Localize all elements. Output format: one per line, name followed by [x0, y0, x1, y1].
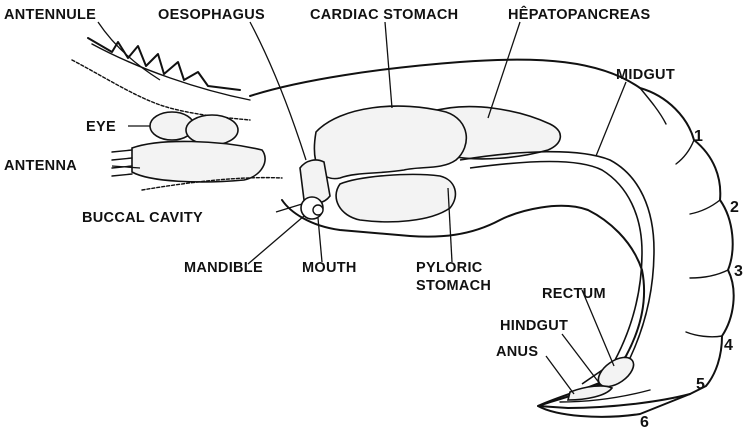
label-rectum: RECTUM — [542, 286, 606, 302]
midgut-tube — [460, 152, 654, 390]
segment-number-1: 1 — [694, 128, 703, 145]
rostrum — [88, 38, 240, 90]
label-eye: EYE — [86, 119, 116, 135]
label-antenna: ANTENNA — [4, 158, 77, 174]
label-hepatopancreas: HÊPATOPANCREAS — [508, 5, 651, 23]
pyloric-stomach-organ — [336, 174, 455, 221]
antennule-structure — [72, 60, 250, 120]
label-pyloric: PYLORIC — [416, 260, 483, 276]
mouth-opening — [313, 205, 323, 215]
antennal-scale — [132, 141, 265, 182]
label-hindgut: HINDGUT — [500, 318, 568, 334]
label-mandible: MANDIBLE — [184, 260, 263, 276]
label-oesophagus: OESOPHAGUS — [158, 7, 265, 23]
segment-number-2: 2 — [730, 199, 739, 216]
label-midgut: MIDGUT — [616, 67, 675, 83]
label-anus: ANUS — [496, 344, 538, 360]
hindgut-tube — [568, 386, 612, 400]
label-cardiac-stomach: CARDIAC STOMACH — [310, 7, 458, 23]
label-buccal-cavity: BUCCAL CAVITY — [82, 210, 203, 226]
segment-number-6: 6 — [640, 414, 649, 431]
label-antennule: ANTENNULE — [4, 7, 96, 23]
segment-number-3: 3 — [734, 263, 743, 280]
label-stomach: STOMACH — [416, 278, 491, 294]
cardiac-stomach-organ — [314, 106, 466, 179]
label-mouth: MOUTH — [302, 260, 357, 276]
segment-number-5: 5 — [696, 376, 705, 393]
segment-number-4: 4 — [724, 337, 733, 354]
